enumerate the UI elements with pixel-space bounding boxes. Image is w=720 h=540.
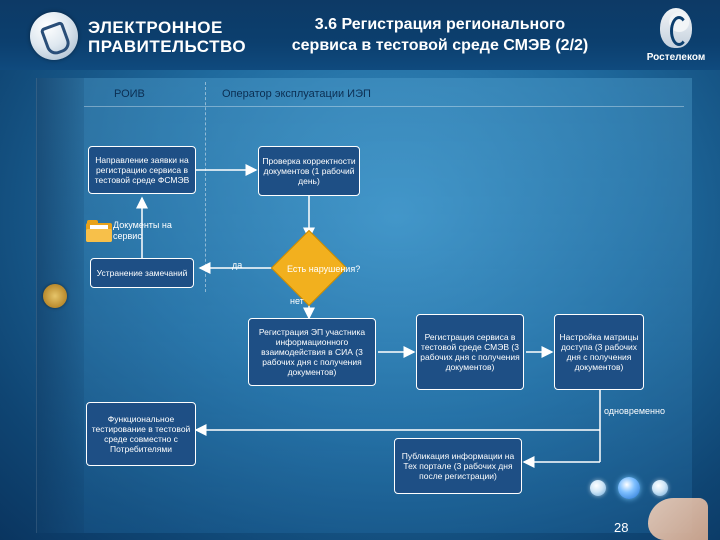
nav-dot-prev[interactable] — [590, 480, 606, 496]
node-access-matrix: Настройка матрицы доступа (3 рабочих дня… — [554, 314, 644, 390]
node-check: Проверка корректности документов (1 рабо… — [258, 146, 360, 196]
logo-icon — [30, 12, 78, 60]
node-fix: Устранение замечаний — [90, 258, 194, 288]
title-line1: 3.6 Регистрация регионального — [314, 16, 566, 33]
lane-label-roiv: РОИВ — [114, 88, 145, 100]
emblem-icon — [43, 284, 67, 308]
nav-dots — [586, 472, 686, 502]
nav-dot-next[interactable] — [652, 480, 668, 496]
lane-divider — [205, 82, 206, 292]
label-simultaneous: одновременно — [604, 406, 665, 416]
e-government-logo: ЭЛЕКТРОННОЕ ПРАВИТЕЛЬСТВО — [30, 12, 246, 64]
label-no: нет — [290, 296, 304, 306]
hand-decoration — [648, 498, 708, 540]
node-docs: Документы на сервис — [113, 220, 172, 241]
logo-line2: ПРАВИТЕЛЬСТВО — [88, 37, 247, 56]
logo-text: ЭЛЕКТРОННОЕ ПРАВИТЕЛЬСТВО — [88, 18, 246, 56]
nav-dot-current[interactable] — [618, 477, 640, 499]
folder-icon — [86, 220, 112, 242]
node-reg-service: Регистрация сервиса в тестовой среде СМЭ… — [416, 314, 524, 390]
page-number: 28 — [614, 520, 629, 535]
brand-icon — [660, 8, 692, 48]
node-publication: Публикация информации на Тех портале (3 … — [394, 438, 522, 494]
node-decision: Есть нарушения? — [287, 264, 361, 274]
lane-header-line — [84, 106, 684, 107]
brand-name: Ростелеком — [646, 52, 706, 63]
header-bar — [0, 0, 720, 70]
lane-label-operator: Оператор эксплуатации ИЭП — [222, 88, 371, 100]
node-reg-participant: Регистрация ЭП участника информационного… — [248, 318, 376, 386]
node-request: Направление заявки на регистрацию сервис… — [88, 146, 196, 194]
logo-line1: ЭЛЕКТРОННОЕ — [88, 18, 223, 37]
label-yes: да — [232, 260, 243, 270]
slide-title: 3.6 Регистрация регионального сервиса в … — [250, 14, 630, 56]
node-functional-test: Функциональное тестирование в тестовой с… — [86, 402, 196, 466]
title-line2: сервиса в тестовой среде СМЭВ (2/2) — [291, 37, 589, 54]
rostelecom-logo: Ростелеком — [636, 6, 716, 66]
